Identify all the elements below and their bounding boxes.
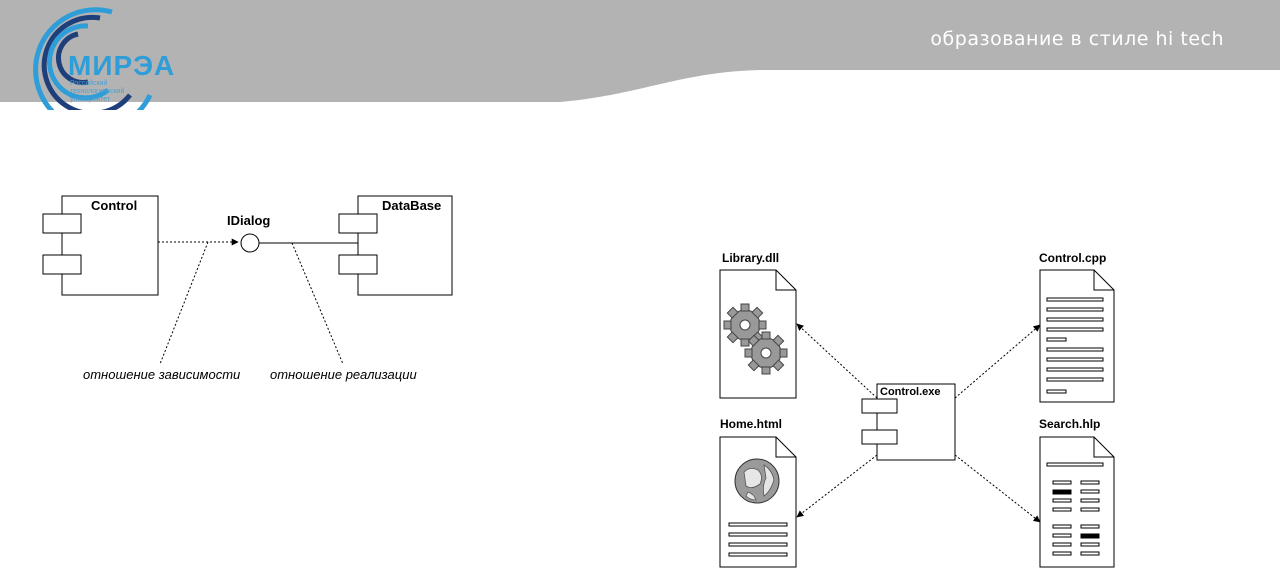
file-control-cpp-label: Control.cpp <box>1039 251 1106 265</box>
component-control[interactable]: Control <box>42 195 159 296</box>
logo-wordmark: МИРЭА <box>68 50 176 81</box>
file-control-cpp[interactable]: Control.cpp <box>1039 251 1115 403</box>
help-document-icon <box>1046 462 1104 556</box>
file-home-html[interactable]: Home.html <box>719 417 797 568</box>
arrow-to-library <box>796 323 878 399</box>
control-exe-label: Control.exe <box>880 386 941 398</box>
arrow-to-home-html <box>796 454 878 518</box>
logo-subtitle-1: Российский <box>70 80 108 87</box>
component-database-label: DataBase <box>382 198 441 213</box>
component-control-label: Control <box>91 198 137 213</box>
note-dependency: отношение зависимости <box>83 367 240 382</box>
globe-icon <box>734 458 780 504</box>
file-home-label: Home.html <box>720 417 782 431</box>
file-search-hlp[interactable]: Search.hlp <box>1039 417 1115 568</box>
header-banner: образование в стиле hi tech МИРЭА Россий… <box>0 0 1280 110</box>
logo-subtitle-3: университет <box>70 96 111 103</box>
file-search-label: Search.hlp <box>1039 417 1100 431</box>
logo-icon <box>33 7 153 110</box>
dependency-note-connector <box>159 241 209 365</box>
banner-shape <box>0 0 1280 110</box>
gear-icon <box>723 303 788 375</box>
file-library-dll[interactable]: Library.dll <box>719 251 797 399</box>
component-database[interactable]: DataBase <box>338 195 453 296</box>
component-control-exe[interactable]: Control.exe <box>861 383 956 461</box>
interface-idialog[interactable]: IDialog <box>227 213 270 253</box>
logo-subtitle-2: технологический <box>70 88 125 95</box>
html-text-lines <box>728 522 788 557</box>
interface-label: IDialog <box>227 213 270 228</box>
arrow-to-search-hlp <box>954 454 1041 523</box>
tagline: образование в стиле hi tech <box>930 28 1224 50</box>
deployment-diagram: Control.exe Library.dll <box>719 251 1115 568</box>
note-realization: отношение реализации <box>270 367 417 382</box>
component-diagram: Control IDialog DataBase отношение завис… <box>42 195 453 382</box>
arrow-to-control-cpp <box>954 324 1041 399</box>
text-document-icon <box>1046 297 1104 394</box>
realization-note-connector <box>291 242 344 365</box>
file-library-label: Library.dll <box>722 251 779 265</box>
